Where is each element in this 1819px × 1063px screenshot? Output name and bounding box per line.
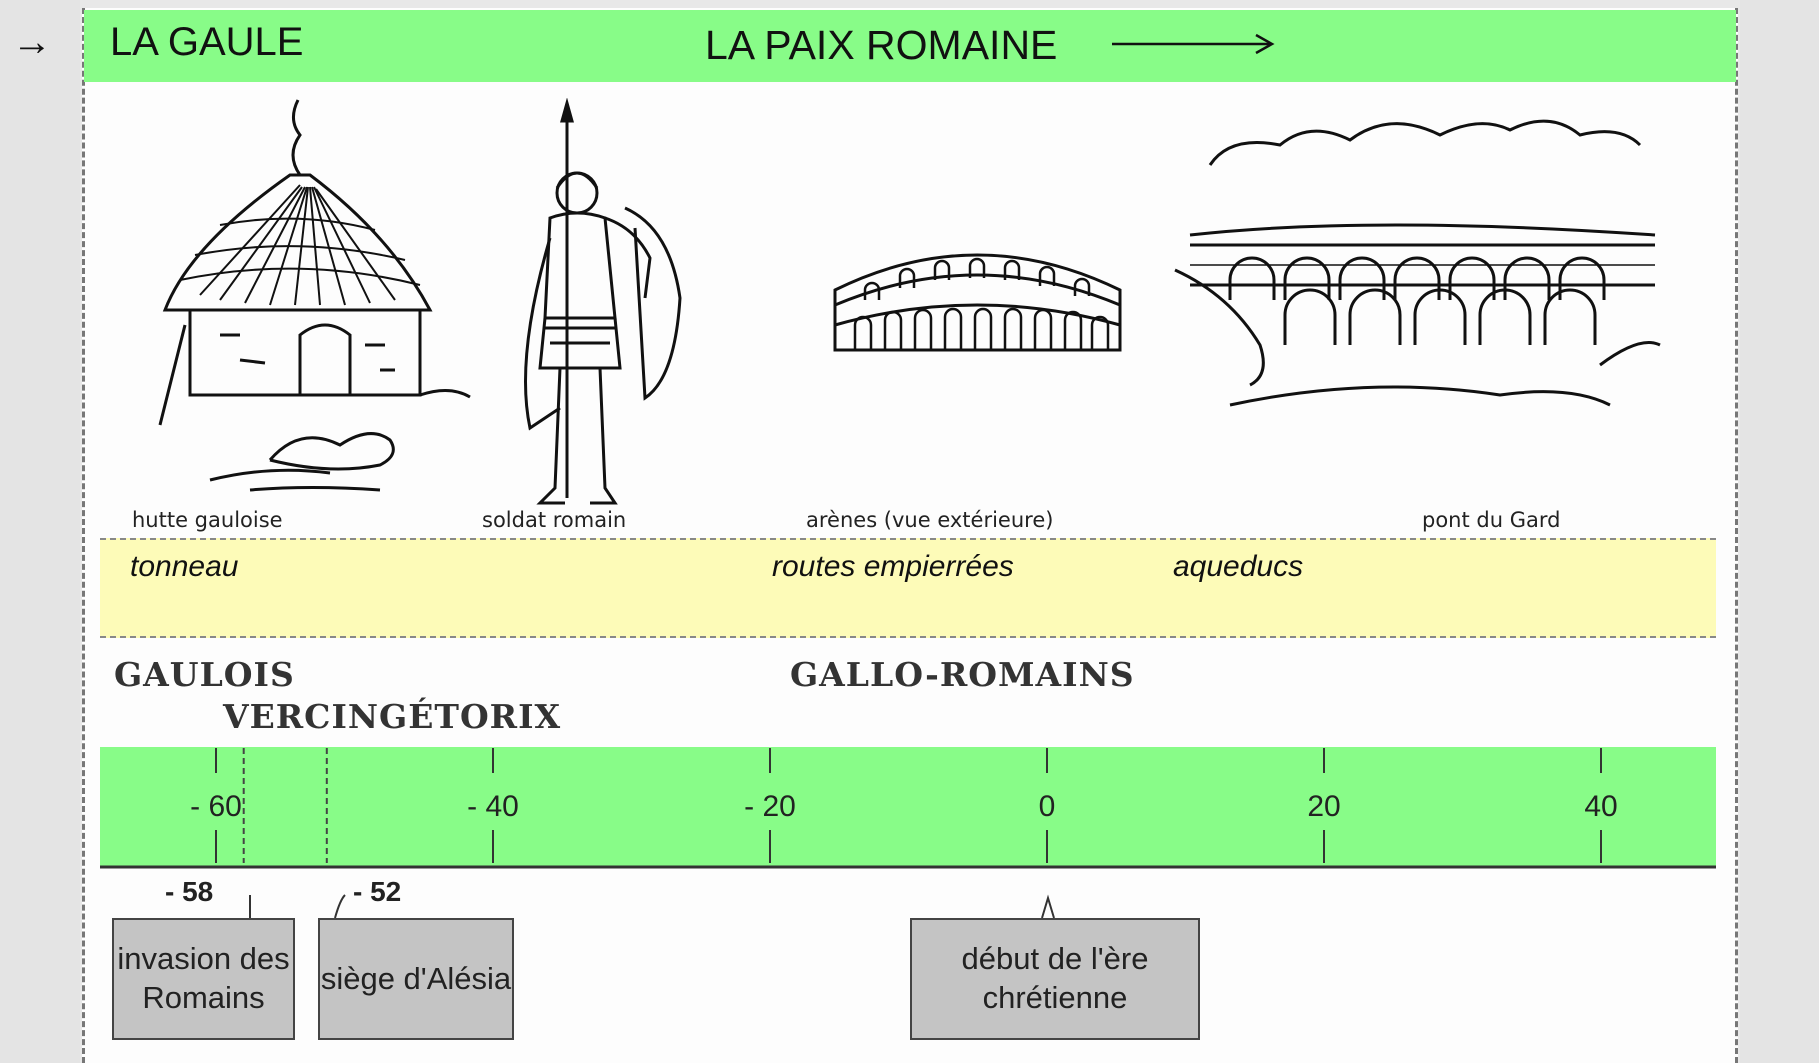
people-vercingetorix: VERCINGÉTORIX — [223, 697, 562, 736]
timeline-tick-label: - 40 — [467, 790, 519, 823]
event-text-alesia: siège d'Alésia — [320, 960, 512, 996]
header-left-title: LA GAULE — [110, 20, 304, 64]
caption-pont: pont du Gard — [1422, 508, 1561, 532]
caption-hutte: hutte gauloise — [132, 508, 283, 532]
timeline-band — [100, 747, 1716, 867]
people-gallo-romains: GALLO-ROMAINS — [790, 655, 1135, 694]
date-alesia: - 52 — [353, 876, 402, 907]
timeline-tick-label: 0 — [1038, 790, 1056, 823]
header-band — [84, 10, 1736, 82]
roman-soldier-drawing — [524, 98, 682, 505]
event-box-alesia: siège d'Alésia — [318, 918, 514, 1040]
gaulish-hut-drawing — [158, 99, 471, 492]
date-invasion: - 58 — [165, 876, 214, 907]
caption-soldat: soldat romain — [482, 508, 627, 532]
right-margin — [1740, 0, 1819, 1063]
main-panel — [82, 8, 1738, 1063]
event-pointers — [249, 894, 1055, 919]
event-text-invasion: invasion des Romains — [117, 941, 290, 1015]
header-center-title: LA PAIX ROMAINE — [705, 22, 1058, 68]
timeline-tick-label: - 20 — [744, 790, 796, 823]
event-box-ere-chretienne: début de l'ère chrétienne — [910, 918, 1200, 1040]
timeline-tick-label: - 60 — [190, 790, 242, 823]
caption-arenes: arènes (vue extérieure) — [806, 508, 1054, 532]
innovation-routes: routes empierrées — [772, 550, 1014, 583]
event-text-ere-chretienne: début de l'ère chrétienne — [961, 941, 1149, 1015]
innovation-aqueducs: aqueducs — [1173, 550, 1304, 583]
innovation-tonneau: tonneau — [130, 550, 239, 583]
innovation-band — [100, 538, 1716, 638]
arena-drawing — [833, 253, 1122, 352]
timeline-tick-label: 40 — [1584, 790, 1618, 823]
pont-du-gard-drawing — [1174, 119, 1661, 407]
event-box-invasion: invasion des Romains — [112, 918, 295, 1040]
right-arrow-icon: → — [12, 20, 52, 64]
timeline-axis — [100, 748, 1716, 869]
left-margin — [0, 0, 80, 1063]
timeline-tick-label: 20 — [1307, 790, 1341, 823]
people-gaulois: GAULOIS — [114, 655, 295, 694]
long-right-arrow-icon — [1112, 33, 1275, 55]
